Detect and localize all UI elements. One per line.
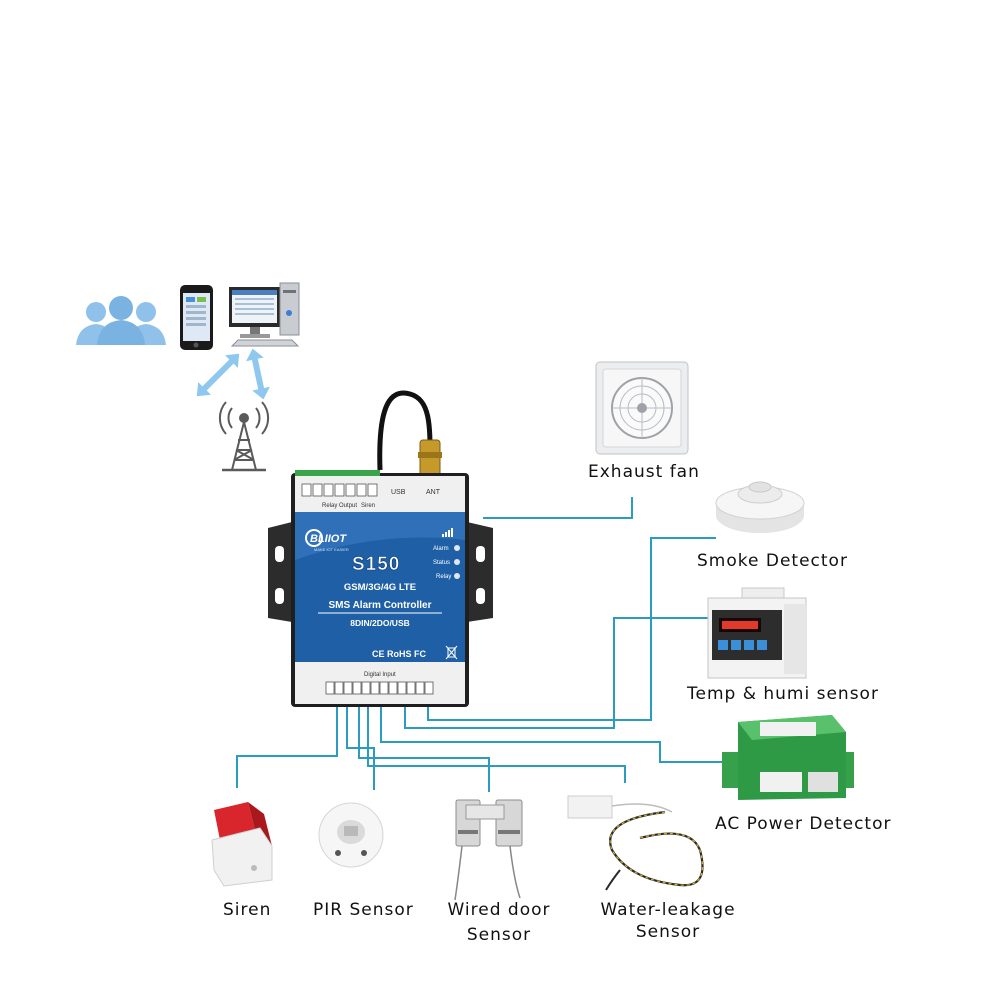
label-water-sensor-line1: Water-leakage xyxy=(600,900,736,920)
terminal-top-label: Relay Output xyxy=(322,503,357,509)
bottom-terminal-block xyxy=(325,681,434,695)
smartphone-icon xyxy=(180,285,213,350)
brand-name: BLIIOT xyxy=(310,533,347,545)
wire-water xyxy=(367,706,626,783)
wire-ac-detector xyxy=(380,706,722,763)
siren-icon xyxy=(211,802,273,887)
smoke-detector-icon xyxy=(715,481,805,533)
device-line-product: SMS Alarm Controller xyxy=(329,600,432,611)
water-leakage-sensor-icon xyxy=(567,795,704,891)
label-ac-detector: AC Power Detector xyxy=(715,814,892,834)
label-pir-sensor: PIR Sensor xyxy=(313,900,414,920)
terminal-bottom-label: Digital Input xyxy=(364,672,396,678)
users-group-icon xyxy=(76,296,166,345)
antenna xyxy=(377,390,442,479)
model-name: S150 xyxy=(352,554,400,575)
label-exhaust-fan: Exhaust fan xyxy=(588,462,700,482)
terminal-top2-label: Siren xyxy=(361,503,375,509)
brand-tagline: MAKE IOT EASIER xyxy=(314,547,349,552)
weee-bin-icon xyxy=(445,645,458,660)
led-alarm-icon xyxy=(454,545,460,551)
label-water-sensor-line2: Sensor xyxy=(635,922,701,942)
certification-marks: CE RoHS FC xyxy=(372,649,427,659)
wire-door xyxy=(358,706,490,792)
top-terminal-block xyxy=(301,483,378,497)
bliiot-logo: BLIIOT MAKE IOT EASIER xyxy=(305,529,349,552)
cell-tower-icon xyxy=(218,401,270,472)
pir-sensor-icon xyxy=(318,802,384,868)
wiring xyxy=(236,497,722,792)
usb-port-label: USB xyxy=(391,489,406,496)
exhaust-fan-icon xyxy=(595,361,689,455)
label-door-sensor-line1: Wired door xyxy=(447,900,551,920)
wire-pir xyxy=(346,706,375,790)
led-relay-icon xyxy=(454,573,460,579)
led-relay-label: Relay xyxy=(436,574,451,580)
s150-device: Relay Output Siren USB ANT BLIIOT MAKE I… xyxy=(268,470,493,707)
wire-smoke-detector xyxy=(427,537,716,721)
label-smoke-detector: Smoke Detector xyxy=(697,551,848,571)
led-status-label: Status xyxy=(433,560,450,566)
wire-exhaust-fan xyxy=(483,497,633,519)
device-line-network: GSM/3G/4G LTE xyxy=(344,582,416,593)
door-sensor-icon xyxy=(454,799,523,901)
bidirectional-arrows xyxy=(196,348,270,400)
antenna-port-label: ANT xyxy=(426,489,441,496)
wire-temp-sensor xyxy=(404,617,708,729)
desktop-computer-icon xyxy=(229,282,300,347)
led-alarm-label: Alarm xyxy=(433,546,449,552)
label-temp-sensor: Temp & humi sensor xyxy=(687,684,879,704)
signal-bars-icon xyxy=(442,528,453,537)
led-status-icon xyxy=(454,559,460,565)
temp-humidity-sensor-icon xyxy=(707,587,807,679)
label-siren: Siren xyxy=(223,900,272,920)
device-line-io: 8DIN/2DO/USB xyxy=(350,618,410,628)
label-door-sensor-line2: Sensor xyxy=(466,925,532,945)
wire-siren xyxy=(236,706,338,788)
ac-power-detector-icon xyxy=(722,715,854,800)
